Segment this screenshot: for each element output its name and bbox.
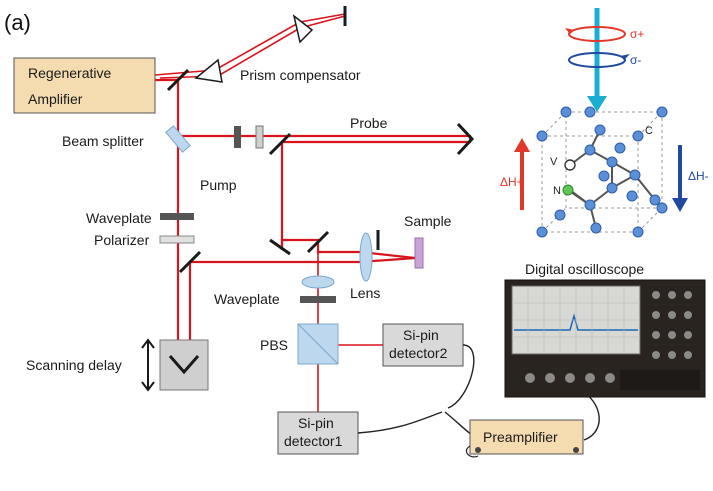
pbs-label: PBS [260, 337, 288, 353]
nv-crystal-illustration: σ+ σ- V N C [500, 8, 709, 238]
delay-arrow [141, 338, 155, 392]
field-up-label: ΔH+ [500, 175, 524, 189]
sigma-plus-label: σ+ [630, 27, 644, 41]
preamp-port-left [475, 447, 481, 453]
cable-preamp [444, 411, 473, 436]
beam-probe [178, 134, 472, 250]
beam-to-sample-2 [200, 256, 416, 264]
detector1-box [277, 411, 359, 455]
pump-label: Pump [200, 177, 237, 193]
lens-element [359, 232, 373, 282]
probe-filter-2 [255, 125, 264, 149]
polarizer-element [159, 235, 195, 244]
detector2-box [382, 323, 464, 367]
amplifier-label-1: Regenerative [28, 65, 111, 81]
scanning-delay-box [159, 339, 209, 391]
amplifier-label-2: Amplifier [28, 91, 83, 107]
sigma-minus-label: σ- [630, 53, 641, 67]
mirror-probe-return [268, 132, 292, 156]
pbs-diagonal [297, 323, 339, 365]
beam-splitter-element [165, 125, 191, 153]
lens-label: Lens [350, 285, 380, 301]
mirror-probe-down [269, 238, 291, 256]
beam-to-sample [280, 238, 416, 260]
preamp-port-right [573, 447, 579, 453]
preamplifier-label: Preamplifier [483, 429, 558, 445]
vacancy-label: V [550, 156, 558, 168]
field-down-label: ΔH- [688, 169, 709, 183]
oscilloscope-photo [504, 279, 706, 398]
amplifier-box [13, 57, 156, 114]
waveplate-mid-label: Waveplate [214, 291, 280, 307]
cable-detector1 [357, 411, 443, 434]
polarizer-label: Polarizer [94, 232, 150, 248]
detector2-label-1: Si-pin [403, 327, 439, 343]
panel-label: (a) [4, 10, 31, 35]
detector1-label-2: detector1 [284, 433, 343, 449]
nitrogen-label: N [553, 185, 561, 197]
vacancy-site [564, 159, 576, 171]
nitrogen-site [562, 184, 574, 196]
cable-detector2 [447, 344, 475, 409]
waveplate-mid-element [300, 296, 336, 303]
prism-compensator-label: Prism compensator [240, 67, 361, 83]
sample-element [414, 237, 424, 269]
carbon-label: C [645, 125, 653, 137]
probe-filter-1 [234, 126, 241, 148]
preamplifier-box [469, 419, 584, 455]
detector2-label-2: detector2 [389, 345, 448, 361]
probe-label: Probe [350, 115, 388, 131]
oscilloscope-label: Digital oscilloscope [525, 261, 644, 277]
prism-upper [292, 14, 314, 44]
mirror-amp [166, 68, 190, 92]
scanning-delay-label: Scanning delay [26, 357, 122, 373]
beam-delay [188, 260, 200, 340]
probe-retroreflector [456, 122, 475, 156]
waveplate-left-label: Waveplate [86, 210, 152, 226]
mirror-delay [178, 250, 202, 274]
mirror-sample-feed [306, 230, 330, 254]
delay-retroreflector [168, 355, 200, 375]
beam-splitter-label: Beam splitter [62, 133, 144, 149]
waveplate-left-element [160, 213, 194, 220]
prism-lower [194, 58, 223, 83]
sample-label: Sample [404, 213, 452, 229]
detector1-label-1: Si-pin [298, 415, 334, 431]
lens-mid-element [301, 275, 335, 289]
